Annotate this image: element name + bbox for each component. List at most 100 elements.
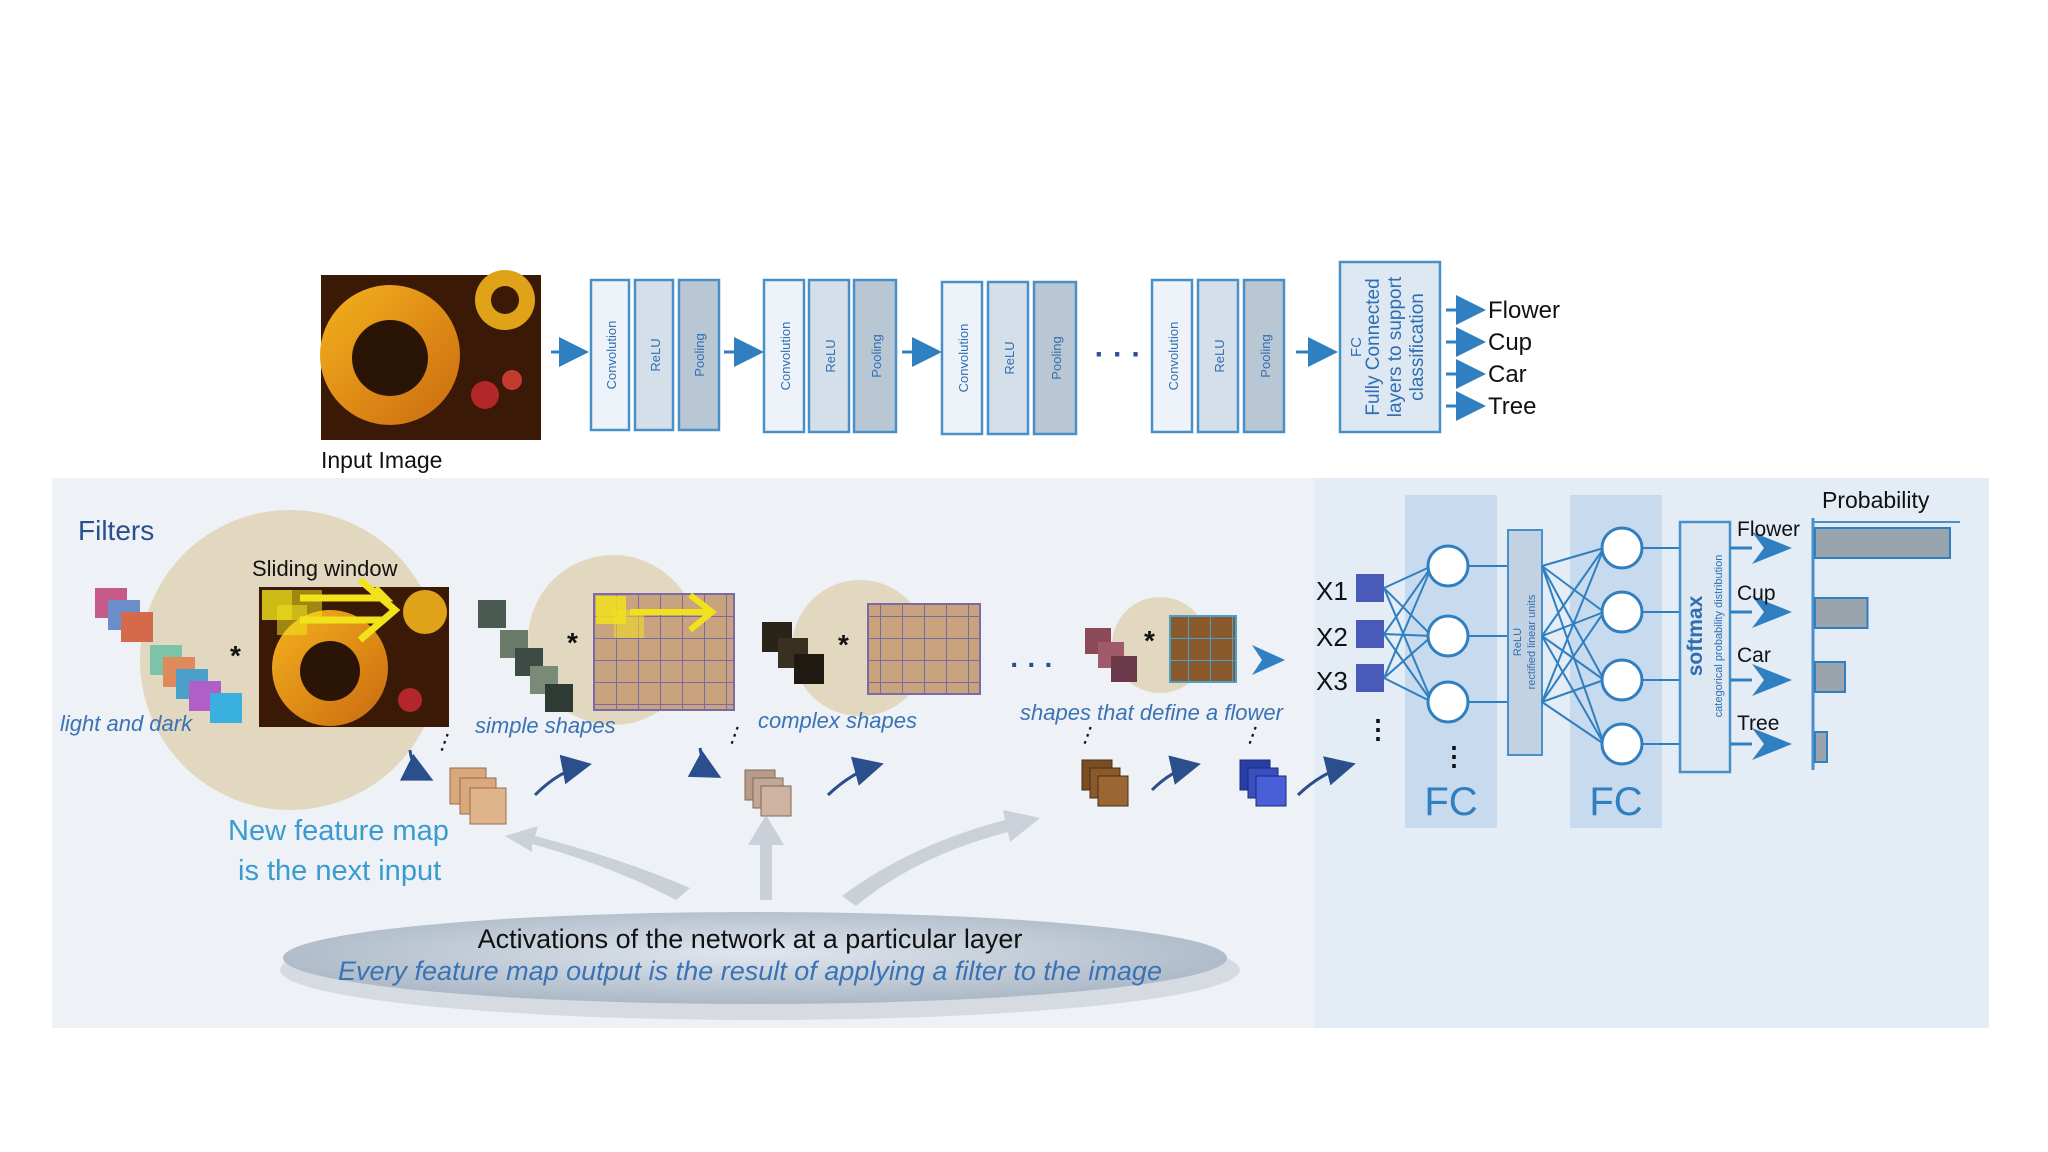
x3-node: [1356, 664, 1384, 692]
activation-callout: Activations of the network at a particul…: [280, 912, 1240, 1020]
fc-label-1: FC: [1424, 780, 1477, 824]
caption-light-and-dark: light and dark: [60, 711, 193, 736]
fc2-neuron: [1600, 526, 1644, 570]
fc1-ellipsis: ⋮: [1441, 741, 1467, 771]
fc-box-line3: layers to support: [1385, 276, 1406, 417]
relu-box: [807, 278, 851, 434]
probability-title: Probability: [1822, 487, 1930, 513]
conv-block-1: Convolution ReLU Pooling: [589, 278, 721, 432]
output-label-tree: Tree: [1488, 393, 1536, 420]
output-label-car: Car: [1488, 361, 1527, 388]
relu-box: [633, 278, 675, 432]
fc2-neuron: [1600, 590, 1644, 634]
feature-grid: [867, 603, 981, 695]
probability-bar-car: [1814, 661, 1846, 693]
relu-box: [1196, 278, 1240, 434]
output-label-cup: Cup: [1488, 329, 1532, 356]
softmax-label: softmax: [1684, 595, 1707, 676]
convolution-label: Convolution: [1166, 322, 1181, 391]
relu-layer-box: [1507, 529, 1543, 756]
activation-pointers: [505, 810, 1040, 906]
pooling-label: Pooling: [869, 334, 884, 377]
fc-box-line4: classification: [1407, 293, 1428, 401]
pooling-label: Pooling: [1258, 334, 1273, 377]
softmax-sublabel: categorical probability distribution: [1713, 555, 1725, 718]
pipeline-ellipsis: · · ·: [1095, 338, 1142, 371]
top-pipeline: Input Image Convolution ReLU Pooling Con…: [320, 260, 1560, 473]
fc-label-2: FC: [1589, 780, 1642, 824]
filter-stack: [95, 588, 242, 723]
new-feature-map-line2: is the next input: [238, 855, 441, 887]
stages-ellipsis: · · ·: [1010, 649, 1054, 680]
fc1-neuron: [1426, 544, 1470, 588]
fc-box: FC Fully Connected layers to support cla…: [1338, 260, 1442, 434]
convolution-box: [1150, 278, 1194, 434]
top-outputs: Flower Cup Car Tree: [1446, 295, 1560, 421]
convolution-symbol: *: [1144, 625, 1155, 656]
relu-box: [986, 280, 1030, 436]
conv-block-4: Convolution ReLU Pooling: [1150, 278, 1286, 434]
pooling-box: [677, 278, 721, 432]
conv-block-2: Convolution ReLU Pooling: [762, 278, 898, 434]
class-label-car: Car: [1737, 644, 1771, 667]
pooling-label: Pooling: [692, 333, 707, 376]
feature-grid: [1169, 615, 1237, 683]
relu-label: ReLU: [648, 338, 663, 371]
conv-block-3: Convolution ReLU Pooling: [940, 280, 1078, 436]
filter-stage-4: * shapes that define a flower: [1020, 597, 1285, 725]
activation-subtitle: Every feature map output is the result o…: [338, 956, 1162, 986]
convolution-box: [589, 278, 631, 432]
edges-layer-2: [1541, 547, 1680, 745]
x2-label: X2: [1316, 622, 1348, 652]
activation-title: Activations of the network at a particul…: [478, 924, 1023, 954]
relu-layer-sublabel: rectified linear units: [1526, 594, 1538, 689]
caption-complex-shapes: complex shapes: [758, 708, 917, 733]
pooling-box: [852, 278, 898, 434]
sliding-window-image: [259, 577, 449, 727]
pooling-box: [1242, 278, 1286, 434]
relu-label: ReLU: [823, 339, 838, 372]
x1-label: X1: [1316, 576, 1348, 606]
probability-bar-tree: [1814, 731, 1828, 763]
convolution-symbol: *: [838, 629, 849, 660]
pooling-box: [1032, 280, 1078, 436]
sliding-window-label: Sliding window: [252, 556, 398, 581]
relu-label: ReLU: [1002, 341, 1017, 374]
new-feature-map-line1: New feature map: [228, 815, 449, 847]
filter-stack: [478, 600, 573, 712]
input-image-label: Input Image: [321, 447, 442, 473]
class-label-cup: Cup: [1737, 582, 1776, 605]
class-label-tree: Tree: [1737, 712, 1779, 735]
curved-arrow: [533, 754, 592, 797]
convolution-box: [762, 278, 806, 434]
curved-arrow: [399, 749, 434, 781]
filters-title: Filters: [78, 515, 154, 546]
convolution-symbol: *: [567, 627, 578, 658]
fc1-neuron: [1426, 680, 1470, 724]
filter-stack: [762, 622, 824, 684]
convolution-symbol: *: [230, 640, 241, 671]
convolution-label: Convolution: [604, 321, 619, 390]
probability-bars: [1814, 527, 1951, 763]
class-label-flower: Flower: [1737, 518, 1800, 541]
filter-stage-2: * simple shapes: [475, 555, 735, 738]
fc-box-line2: Fully Connected: [1363, 278, 1384, 415]
curved-arrow: [1296, 756, 1356, 797]
fc1-neuron: [1426, 614, 1470, 658]
class-arrows: [1730, 532, 1792, 760]
convolution-box: [940, 280, 984, 436]
input-ellipsis: ⋮: [1365, 714, 1391, 744]
fc2-neuron: [1600, 722, 1644, 766]
filter-stage-1: * Sliding window light and dark: [60, 510, 449, 810]
input-image: [320, 270, 541, 440]
x3-label: X3: [1316, 666, 1348, 696]
caption-shapes-that-define-a-flower: shapes that define a flower: [1020, 700, 1285, 725]
caption-simple-shapes: simple shapes: [475, 713, 616, 738]
curved-arrow: [1150, 755, 1201, 792]
curved-arrow: [687, 747, 722, 778]
convolution-label: Convolution: [956, 324, 971, 393]
probability-bar-cup: [1814, 597, 1869, 629]
fc-box-line1: FC: [1348, 337, 1365, 357]
x1-node: [1356, 574, 1384, 602]
